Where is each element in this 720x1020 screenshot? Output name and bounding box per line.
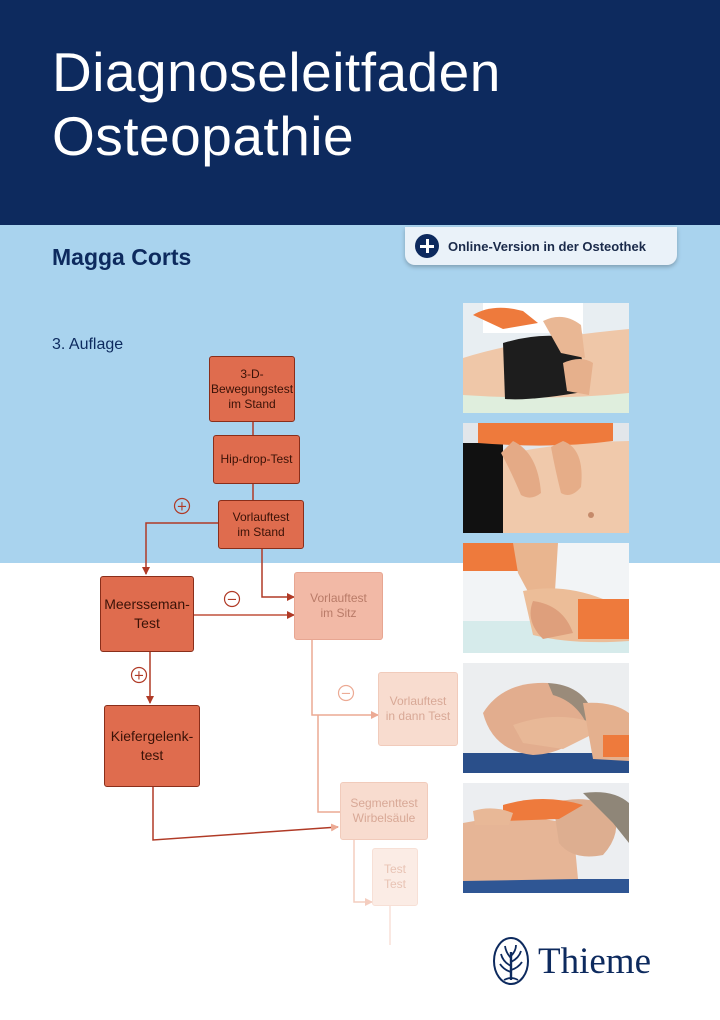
plus-circle-icon: [415, 234, 439, 258]
flow-box-segmenttest: Segmenttest Wirbelsäule: [340, 782, 428, 840]
connector-b3-b4: [142, 522, 218, 575]
title-band: [0, 0, 720, 225]
svg-text:+: +: [134, 669, 145, 684]
publisher-name: Thieme: [538, 940, 652, 982]
flow-box-vorlauftest-sitz: Vorlauftest im Sitz: [294, 572, 383, 640]
flow-box-kiefergelenk-test: Kiefergelenk-test: [104, 705, 200, 787]
title-line-2: Osteopathie: [52, 105, 355, 167]
flow-box-3d-bewegungstest: 3-D-Bewegungstest im Stand: [209, 356, 295, 422]
svg-text:+: +: [177, 500, 188, 515]
minus-sign-1: −: [223, 590, 241, 608]
title-line-1: Diagnoseleitfaden: [52, 41, 501, 103]
connector-b6-b8: [152, 787, 339, 841]
publisher-logo: Thieme: [492, 934, 682, 988]
plus-sign-1: +: [173, 497, 191, 515]
photo-lower-back-treatment: [463, 303, 629, 413]
connector-b5-b8: [317, 715, 340, 813]
flow-box-vorlauftest-stand: Vorlauftest im Stand: [218, 500, 304, 549]
plus-sign-2: +: [130, 666, 148, 684]
photo-abdomen-palpation: [463, 423, 629, 533]
author-name: Magga Corts: [52, 244, 192, 270]
tree-logo-icon: [493, 937, 529, 985]
flow-box-hip-drop-test: Hip-drop-Test: [213, 435, 300, 484]
svg-text:−: −: [227, 593, 238, 608]
photo-supine-neck-treatment: [463, 783, 629, 893]
edition-label: 3. Auflage: [52, 336, 124, 353]
svg-text:−: −: [341, 687, 352, 702]
online-version-badge[interactable]: Online-Version in der Osteothek: [405, 227, 677, 265]
minus-sign-2: −: [337, 684, 355, 702]
photo-wrist-treatment: [463, 543, 629, 653]
connector-b5-b7: [311, 640, 379, 719]
flow-box-meersseman-test: Meersseman-Test: [100, 576, 194, 652]
connector-b8-b9-branch: [353, 870, 373, 906]
connector-b3-b5: [261, 549, 295, 601]
photo-head-treatment: [463, 663, 629, 773]
flow-box-vorlauftest-dann-test: Vorlauftest in dann Test: [378, 672, 458, 746]
flow-box-test-faded: Test Test: [372, 848, 418, 906]
book-title: Diagnoseleitfaden Osteopathie: [52, 40, 501, 168]
online-version-label: Online-Version in der Osteothek: [448, 238, 646, 254]
